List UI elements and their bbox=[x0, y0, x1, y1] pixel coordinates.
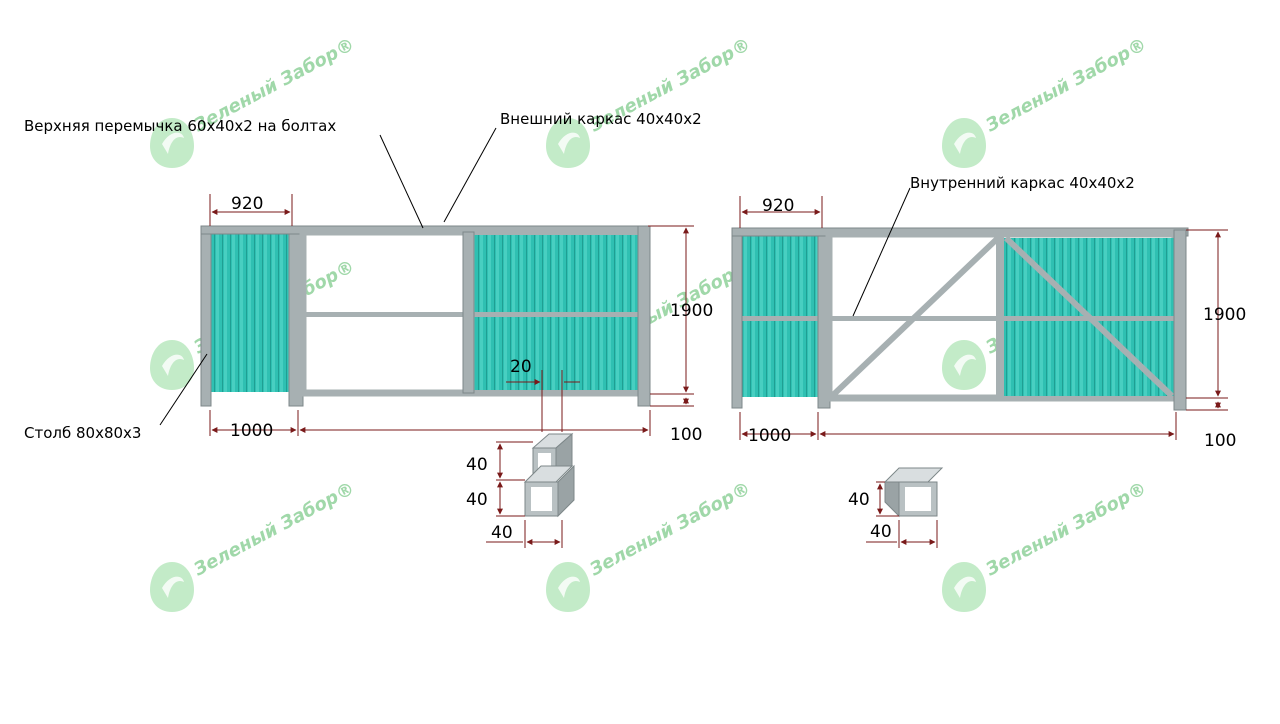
watermark-logo-icon bbox=[546, 562, 590, 612]
profile-right-width: 40 bbox=[870, 522, 892, 542]
profile-left-bottom-height: 40 bbox=[466, 490, 488, 510]
profile-right-height: 40 bbox=[848, 490, 870, 510]
left-gate-panel-rail bbox=[474, 312, 638, 317]
callout-inner-frame: Внутренний каркас 40х40х2 bbox=[910, 174, 1135, 192]
right-brace-right bbox=[1003, 235, 1175, 399]
watermark-logo-icon bbox=[942, 562, 986, 612]
left-dim-height: 1900 bbox=[670, 301, 713, 321]
callout-outer-frame: Внешний каркас 40х40х2 bbox=[500, 110, 702, 128]
right-wicket-rail bbox=[740, 316, 820, 321]
watermark-logo-icon bbox=[942, 118, 986, 168]
profile-right bbox=[883, 467, 944, 518]
left-dim-gap: 20 bbox=[510, 357, 532, 377]
watermark-text: Зеленый Забор® bbox=[982, 478, 1151, 581]
left-dim-wicket-span: 1000 bbox=[230, 421, 273, 441]
left-wicket-panel bbox=[210, 232, 290, 392]
right-dim-wicket-span: 1000 bbox=[748, 426, 791, 446]
profile-left-bottom bbox=[523, 464, 575, 518]
watermark-logo-icon bbox=[150, 562, 194, 612]
callout-post: Столб 80х80х3 bbox=[24, 424, 141, 442]
left-dim-ground-gap: 100 bbox=[670, 425, 702, 445]
watermark-text: Зеленый Забор® bbox=[586, 478, 755, 581]
right-dim-wicket-width: 920 bbox=[762, 196, 794, 216]
watermark-logo-icon bbox=[942, 340, 986, 390]
watermark-logo-icon bbox=[150, 340, 194, 390]
profile-left-top-height: 40 bbox=[466, 455, 488, 475]
left-post-right bbox=[637, 225, 651, 407]
watermark-text: Зеленый Забор® bbox=[190, 478, 359, 581]
callout-top-bar: Верхняя перемычка 60х40х2 на болтах bbox=[24, 117, 336, 135]
right-gate bbox=[731, 227, 1189, 411]
right-wicket-panel bbox=[740, 232, 820, 397]
right-dim-height: 1900 bbox=[1203, 305, 1246, 325]
left-post-outer bbox=[200, 225, 212, 407]
leader-lines bbox=[159, 127, 911, 426]
right-dim-ground-gap: 100 bbox=[1204, 431, 1236, 451]
profile-left-width: 40 bbox=[491, 523, 513, 543]
right-brace-left bbox=[829, 235, 1001, 399]
left-mid-rail bbox=[306, 312, 466, 317]
right-post-right bbox=[1173, 229, 1187, 411]
watermark-text: Зеленый Забор® bbox=[982, 34, 1151, 137]
right-gate-divider bbox=[996, 234, 1004, 398]
left-gate bbox=[200, 225, 651, 407]
dimension-lines bbox=[209, 194, 1228, 548]
right-post-outer bbox=[731, 227, 743, 409]
left-dim-wicket-width: 920 bbox=[231, 194, 263, 214]
left-gate-divider bbox=[462, 231, 475, 394]
